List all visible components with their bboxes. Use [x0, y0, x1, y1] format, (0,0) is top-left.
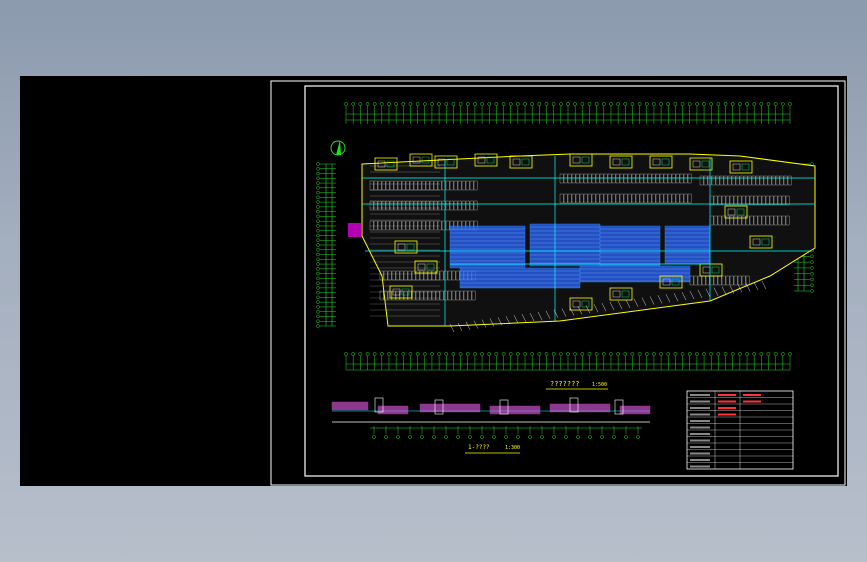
- section-title: 1-????: [468, 444, 490, 451]
- section-drawing: [331, 397, 651, 439]
- unit-blocks: [374, 153, 773, 311]
- plan-scale: 1:500: [592, 382, 607, 388]
- drawing-sheet[interactable]: ??????? 1:500 1-???? 1:300: [270, 76, 847, 486]
- drawing-canvas[interactable]: ??????? 1:500 1-???? 1:300: [270, 76, 847, 486]
- side-panel: [20, 76, 270, 486]
- north-arrow-icon: [330, 140, 346, 156]
- entry-ramp: [348, 223, 362, 237]
- sheet-inner-frame: [304, 85, 839, 477]
- pipe-zone: [449, 223, 711, 289]
- axis-grid-left: [316, 162, 336, 328]
- duct-lines: [362, 156, 815, 333]
- legend-table: [686, 390, 794, 470]
- cad-viewer[interactable]: ??????? 1:500 1-???? 1:300: [20, 76, 847, 486]
- axis-grid-bottom: [344, 352, 792, 371]
- floor-plan: [348, 153, 816, 333]
- parking-bays: [369, 165, 792, 317]
- section-scale: 1:300: [505, 445, 520, 451]
- plan-title: ???????: [550, 380, 580, 388]
- sheet-outer-frame: [270, 80, 846, 486]
- axis-grid-top: [344, 102, 792, 124]
